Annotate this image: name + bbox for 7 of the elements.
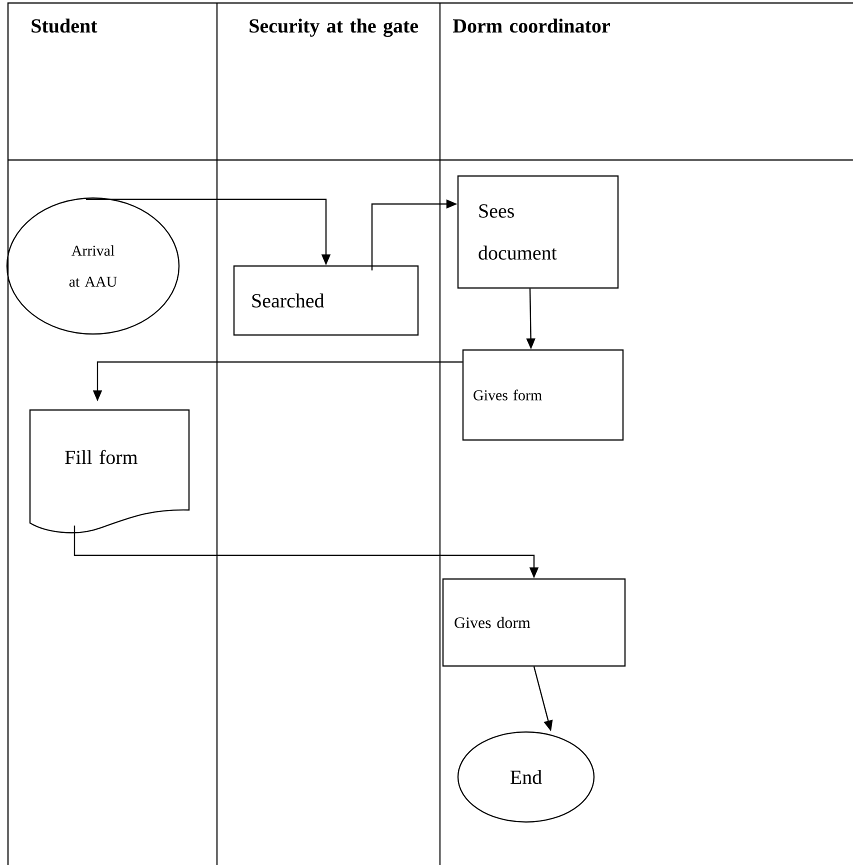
process-box: Gives dorm — [442, 578, 626, 667]
lane-header: Student — [32, 18, 98, 33]
lane-header: Security at the gate — [250, 18, 418, 37]
process-box: Sees document — [457, 175, 619, 289]
lane-header: Dorm coordinator — [452, 18, 610, 33]
process-box: Gives form — [462, 349, 624, 441]
process-box: Searched — [233, 265, 419, 336]
